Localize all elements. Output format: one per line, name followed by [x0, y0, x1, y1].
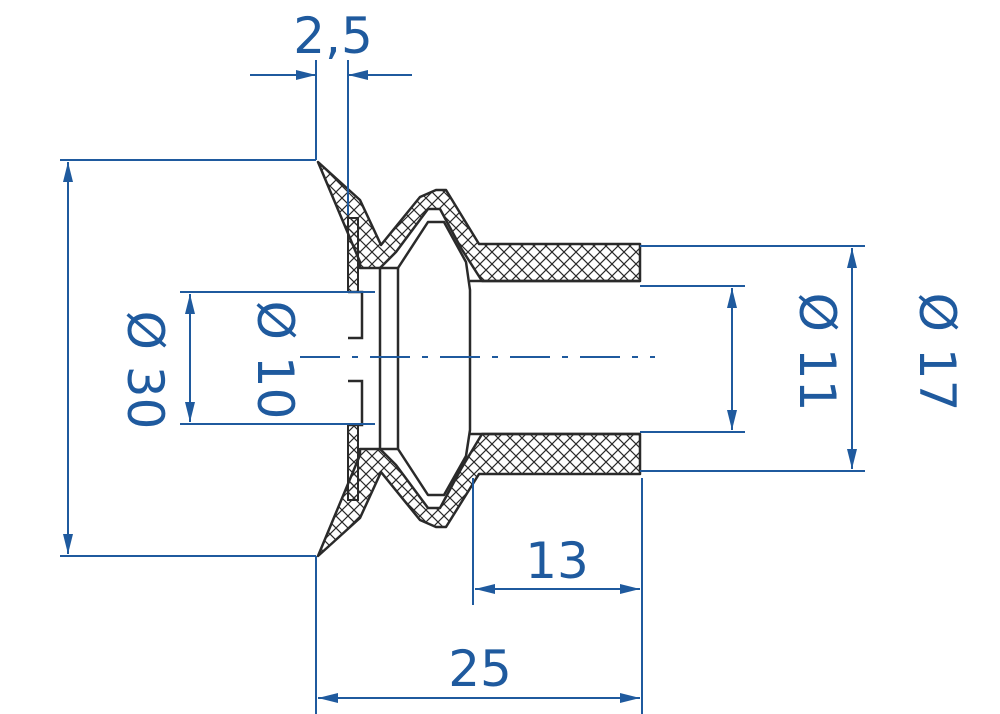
label-2-5: 2,5 [293, 7, 373, 65]
label-diameter-17: Ø 17 [908, 293, 966, 412]
upper-bellow-section [316, 160, 642, 283]
label-diameter-10: Ø 10 [246, 301, 304, 420]
lip-left-hatch-upper [347, 217, 359, 293]
lip-left-hatch-lower [347, 424, 359, 501]
inner-lug-upper [348, 290, 364, 340]
bore-outline [396, 220, 472, 497]
label-13: 13 [525, 532, 589, 590]
inner-lug-lower [348, 379, 364, 427]
label-diameter-11: Ø 11 [788, 293, 846, 412]
label-diameter-30: Ø 30 [116, 311, 174, 430]
dimension-lines [60, 60, 865, 714]
lower-bellow-section [316, 432, 642, 558]
part-section [300, 160, 655, 558]
dimension-labels: 2,5 Ø 30 Ø 10 Ø 11 Ø 17 13 25 [116, 7, 966, 698]
label-25: 25 [448, 640, 512, 698]
inner-insert-plate [378, 266, 400, 451]
